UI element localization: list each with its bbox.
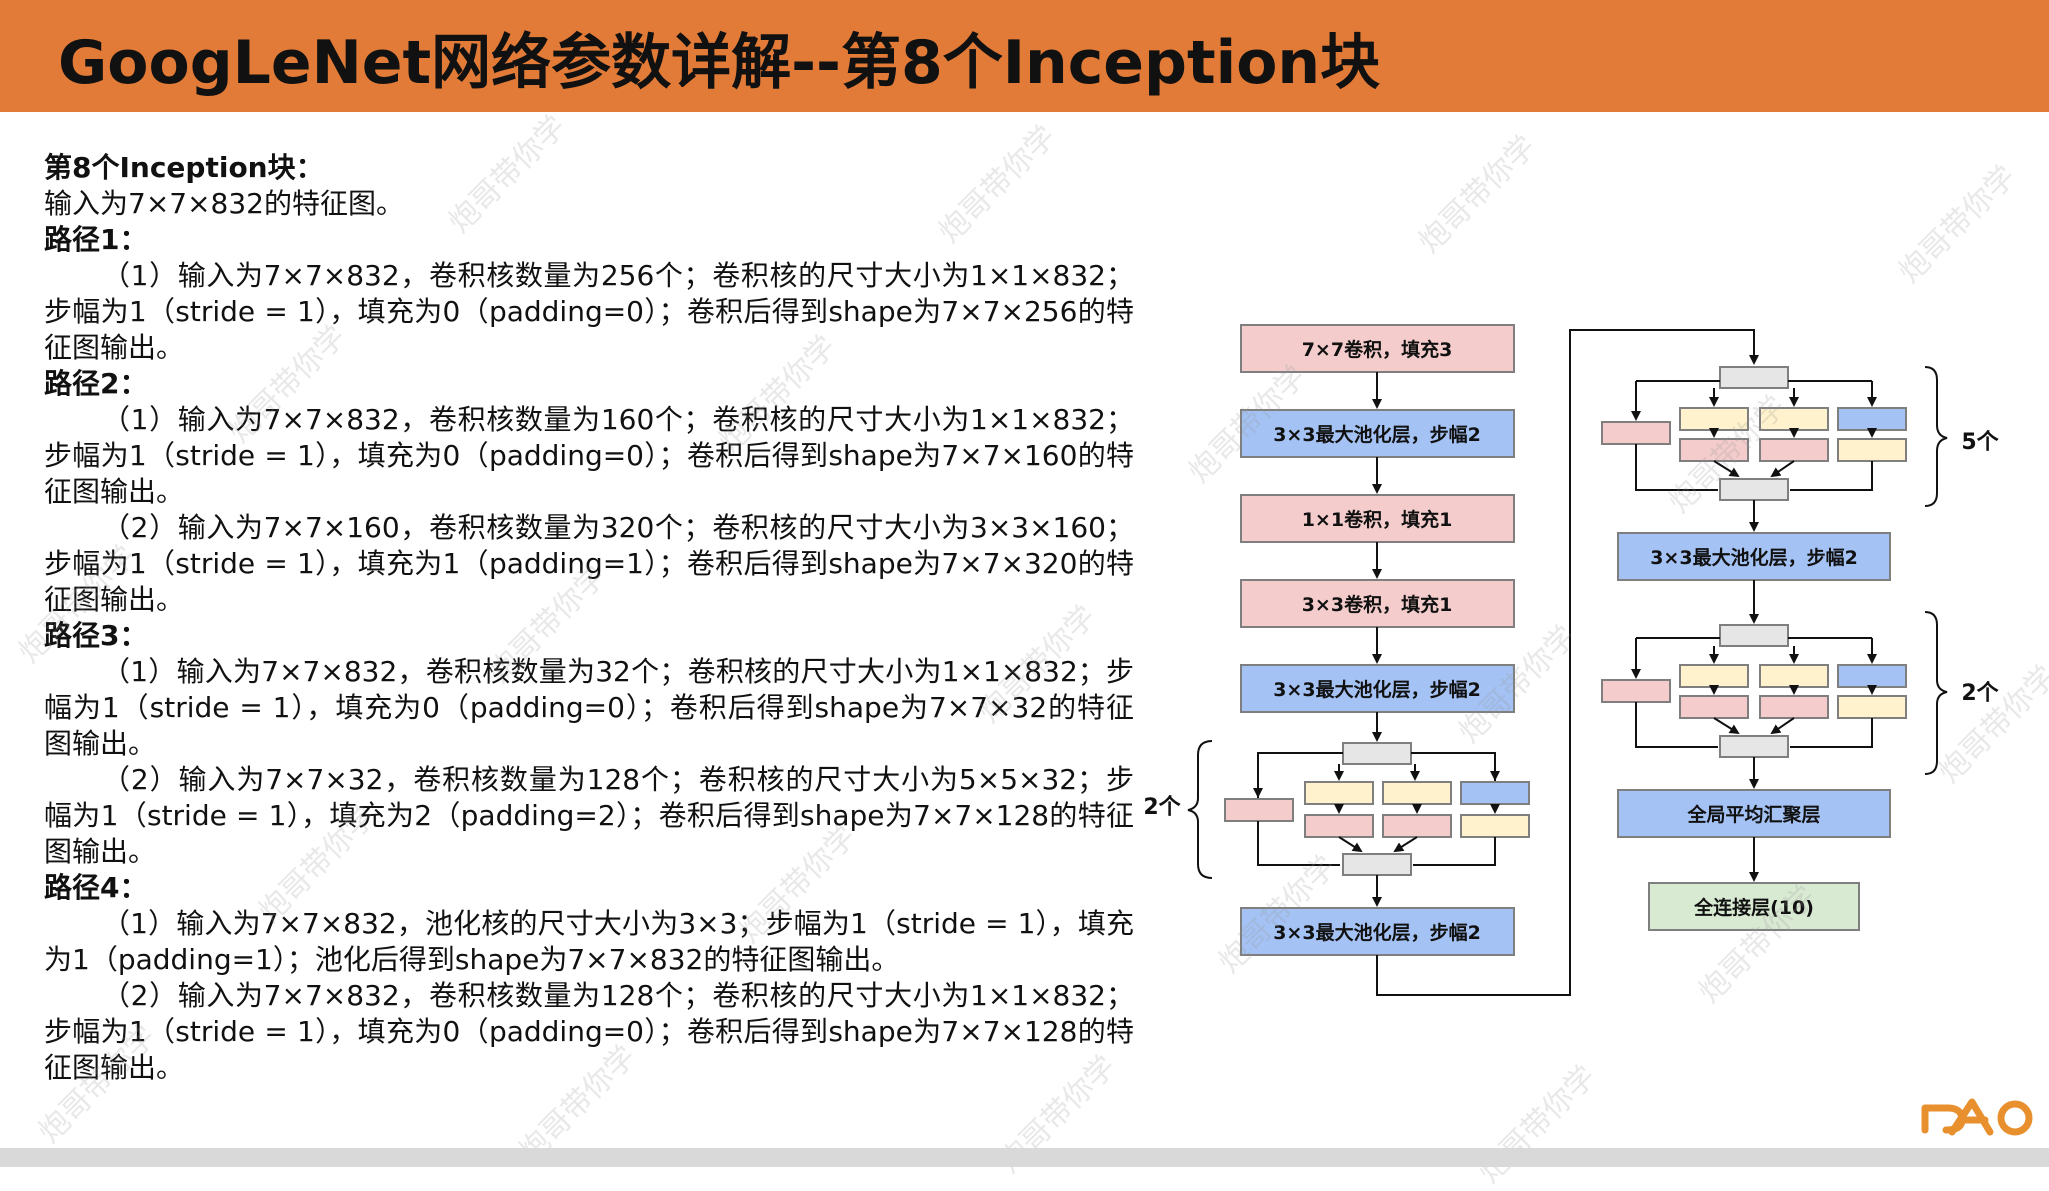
pool3-label: 3×3最大池化层，步幅2: [1273, 921, 1481, 944]
path4-step1: （1）输入为7×7×832，池化核的尺寸大小为3×3；步幅为1（stride =…: [44, 907, 1134, 976]
branch2-conv3: [1679, 695, 1749, 719]
path3-heading: 路径3：: [44, 619, 148, 652]
inception-group-c: [1601, 611, 1948, 775]
conv3-block: [1240, 579, 1515, 628]
path2-step1: （1）输入为7×7×832，卷积核数量为160个；卷积核的尺寸大小为1×1×83…: [44, 403, 1134, 508]
text-panel: 第8个Inception块： 输入为7×7×832的特征图。 路径1： （1）输…: [44, 150, 1134, 1086]
inception-split-node: [1342, 742, 1412, 765]
pool1-label: 3×3最大池化层，步幅2: [1273, 423, 1481, 446]
branch4-pool: [1460, 781, 1530, 805]
conv1-label: 1×1卷积，填充1: [1302, 508, 1453, 531]
branch2-conv3: [1304, 814, 1374, 838]
column-connector: [1376, 329, 1759, 996]
googlenet-diagram: 7×7卷积，填充3 3×3最大池化层，步幅2 1×1卷积，填充1 3×3卷积，填…: [1143, 324, 2033, 1136]
page-title: GoogLeNet网络参数详解--第8个Inception块: [58, 28, 1381, 98]
pool4-label: 3×3最大池化层，步幅2: [1650, 546, 1858, 569]
title-bar: GoogLeNet网络参数详解--第8个Inception块: [0, 0, 2049, 112]
repeat-label-a: 2个: [1143, 795, 1181, 820]
arrow: [1713, 460, 1740, 478]
path1-heading: 路径1：: [44, 223, 148, 256]
branch3-conv1: [1759, 664, 1829, 688]
inception-concat-node: [1719, 478, 1789, 501]
inception-split-node: [1719, 366, 1789, 389]
path4-heading: 路径4：: [44, 871, 148, 904]
footer-bar: [0, 1148, 2049, 1167]
branch1-conv: [1601, 679, 1671, 703]
inception-group-b: [1601, 366, 1948, 507]
branch4-conv1: [1837, 695, 1907, 719]
pao-logo: [1921, 1098, 2033, 1136]
arrow: [1770, 460, 1795, 478]
branch2-conv3: [1679, 438, 1749, 462]
repeat-label-c: 2个: [1961, 681, 1999, 706]
repeat-label-b: 5个: [1961, 430, 1999, 455]
arrow: [1338, 836, 1363, 853]
arrow: [1713, 717, 1740, 735]
conv7-label: 7×7卷积，填充3: [1302, 338, 1453, 361]
arrow: [1393, 836, 1418, 853]
path4-step2: （2）输入为7×7×832，卷积核数量为128个；卷积核的尺寸大小为1×1×83…: [44, 979, 1134, 1084]
repeat-brace: [1187, 740, 1213, 879]
branch1-conv: [1601, 421, 1671, 445]
repeat-brace: [1924, 366, 1948, 507]
pool4-block: [1617, 532, 1891, 581]
branch3-conv1: [1759, 407, 1829, 431]
branch4-pool: [1837, 407, 1907, 431]
path3-step2: （2）输入为7×7×32，卷积核数量为128个；卷积核的尺寸大小为5×5×32；…: [44, 763, 1134, 868]
branch3-conv1: [1382, 781, 1452, 805]
conv7-block: [1240, 324, 1515, 373]
branch1-conv: [1224, 798, 1294, 822]
inception-concat-node: [1719, 735, 1789, 758]
branch2-conv1: [1679, 407, 1749, 431]
pool3-block: [1240, 907, 1515, 956]
branch3-conv5: [1759, 438, 1829, 462]
gap-label: 全局平均汇聚层: [1686, 803, 1820, 826]
branch2-conv1: [1679, 664, 1749, 688]
branch4-conv1: [1837, 438, 1907, 462]
block-title: 第8个Inception块：: [44, 151, 324, 184]
inception-concat-node: [1342, 853, 1412, 876]
conv3-label: 3×3卷积，填充1: [1302, 593, 1453, 616]
path2-step2: （2）输入为7×7×160，卷积核数量为320个；卷积核的尺寸大小为3×3×16…: [44, 511, 1134, 616]
path3-step1: （1）输入为7×7×832，卷积核数量为32个；卷积核的尺寸大小为1×1×832…: [44, 655, 1134, 760]
repeat-brace: [1924, 611, 1948, 775]
branch4-pool: [1837, 664, 1907, 688]
merge-lines: [1635, 702, 1873, 748]
fc-block: [1648, 882, 1860, 931]
path1-step1: （1）输入为7×7×832，卷积核数量为256个；卷积核的尺寸大小为1×1×83…: [44, 259, 1134, 364]
branch4-conv1: [1460, 814, 1530, 838]
fc-label: 全连接层(10): [1693, 896, 1814, 919]
inception-group-a: [1187, 740, 1530, 879]
branch2-conv1: [1304, 781, 1374, 805]
conv1-block: [1240, 494, 1515, 543]
input-description: 输入为7×7×832的特征图。: [44, 187, 404, 220]
branch3-conv5: [1759, 695, 1829, 719]
merge-lines: [1635, 444, 1873, 491]
arrow: [1770, 717, 1795, 735]
inception-split-node: [1719, 624, 1789, 647]
path2-heading: 路径2：: [44, 367, 148, 400]
merge-lines: [1257, 821, 1496, 866]
pool2-label: 3×3最大池化层，步幅2: [1273, 678, 1481, 701]
branch3-conv5: [1382, 814, 1452, 838]
